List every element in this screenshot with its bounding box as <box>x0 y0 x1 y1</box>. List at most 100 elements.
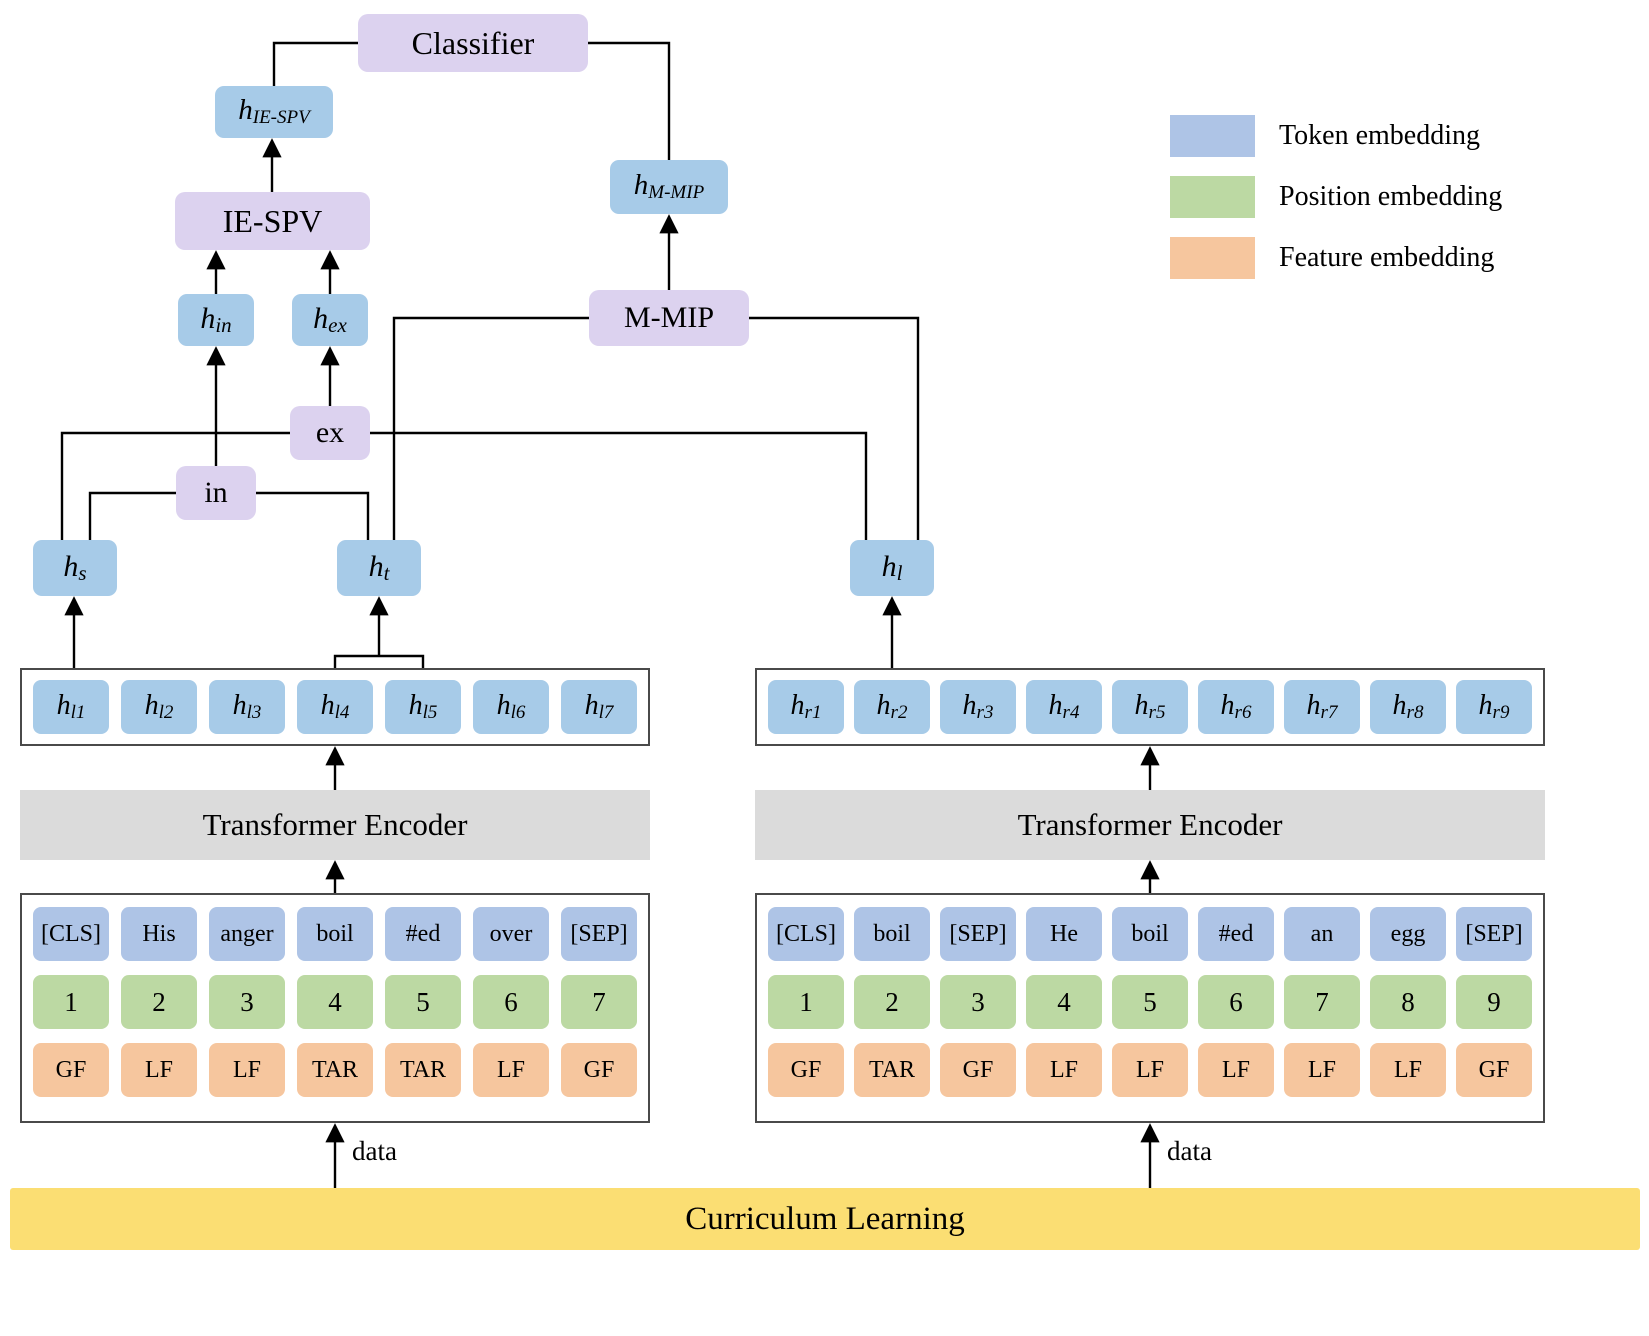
h-symbol: h <box>1478 689 1493 721</box>
h-ex-node: hex <box>292 294 368 346</box>
h-symbol: h <box>1134 689 1149 721</box>
h-s-node: hs <box>33 540 117 596</box>
h-symbol: h <box>962 689 977 721</box>
position-cell: 5 <box>385 975 461 1029</box>
position-cell: 8 <box>1370 975 1446 1029</box>
h-l-node: hl <box>850 540 934 596</box>
h-symbol: h <box>144 689 159 721</box>
h-subscript: l1 <box>70 702 86 724</box>
h-symbol: h <box>1220 689 1235 721</box>
feature-cell: LF <box>209 1043 285 1097</box>
h-symbol: h <box>1306 689 1321 721</box>
legend-label: Token embedding <box>1279 120 1480 151</box>
h-subscript: l5 <box>422 702 438 724</box>
position-cell: 2 <box>121 975 197 1029</box>
h-symbol: h <box>313 301 329 335</box>
hidden-state-cell: hr5 <box>1112 680 1188 734</box>
h-subscript: l3 <box>246 702 262 724</box>
data-label-right: data <box>1167 1136 1212 1166</box>
feature-cell: GF <box>768 1043 844 1097</box>
position-cell: 6 <box>473 975 549 1029</box>
h-symbol: h <box>496 689 511 721</box>
h-subscript: r6 <box>1234 702 1252 724</box>
position-cell: 3 <box>940 975 1016 1029</box>
h-subscript: r1 <box>804 702 822 724</box>
feature-cell: TAR <box>297 1043 373 1097</box>
feature-cell: TAR <box>385 1043 461 1097</box>
feature-cell: GF <box>1456 1043 1532 1097</box>
h-subscript: r4 <box>1062 702 1080 724</box>
h-symbol: h <box>876 689 891 721</box>
hidden-state-cell: hr4 <box>1026 680 1102 734</box>
h-subscript: r2 <box>890 702 908 724</box>
hidden-state-cell: hl2 <box>121 680 197 734</box>
position-cell: 1 <box>33 975 109 1029</box>
hidden-state-cell: hr1 <box>768 680 844 734</box>
hidden-state-cell: hr7 <box>1284 680 1360 734</box>
position-cell: 4 <box>1026 975 1102 1029</box>
hidden-state-cell: hl3 <box>209 680 285 734</box>
h-symbol: h <box>1048 689 1063 721</box>
hidden-state-cell: hr3 <box>940 680 1016 734</box>
transformer-encoder-left: Transformer Encoder <box>20 790 650 860</box>
h-symbol: h <box>584 689 599 721</box>
token-cell: egg <box>1370 907 1446 961</box>
token-cell: #ed <box>1198 907 1274 961</box>
hidden-state-cell: hl4 <box>297 680 373 734</box>
h-subscript: l6 <box>510 702 526 724</box>
token-cell: over <box>473 907 549 961</box>
feature-cell: LF <box>1026 1043 1102 1097</box>
h-subscript: t <box>383 561 390 586</box>
token-cell: boil <box>1112 907 1188 961</box>
h-subscript: r5 <box>1148 702 1166 724</box>
feature-cell: LF <box>1370 1043 1446 1097</box>
h-subscript: r8 <box>1406 702 1424 724</box>
h-subscript: l4 <box>334 702 350 724</box>
ex-module: ex <box>290 406 370 460</box>
h-symbol: h <box>232 689 247 721</box>
h-subscript: l7 <box>598 702 614 724</box>
h-subscript: r3 <box>976 702 994 724</box>
legend-row-position: Position embedding <box>1170 176 1502 218</box>
feature-cell: LF <box>473 1043 549 1097</box>
hidden-state-cell: hr9 <box>1456 680 1532 734</box>
feature-cell: TAR <box>854 1043 930 1097</box>
h-symbol: h <box>408 689 423 721</box>
h-symbol: h <box>56 689 71 721</box>
h-symbol: h <box>790 689 805 721</box>
curriculum-learning-bar: Curriculum Learning <box>10 1188 1640 1250</box>
h-subscript: r9 <box>1492 702 1510 724</box>
feature-cell: LF <box>1284 1043 1360 1097</box>
legend-row-feature: Feature embedding <box>1170 237 1494 279</box>
h-symbol: h <box>1392 689 1407 721</box>
in-module: in <box>176 466 256 520</box>
feature-cell: LF <box>121 1043 197 1097</box>
position-cell: 1 <box>768 975 844 1029</box>
hidden-state-cell: hr6 <box>1198 680 1274 734</box>
position-cell: 9 <box>1456 975 1532 1029</box>
position-cell: 4 <box>297 975 373 1029</box>
token-cell: [CLS] <box>768 907 844 961</box>
position-cell: 6 <box>1198 975 1274 1029</box>
feature-cell: LF <box>1198 1043 1274 1097</box>
token-cell: [SEP] <box>561 907 637 961</box>
position-cell: 7 <box>1284 975 1360 1029</box>
data-label-left: data <box>352 1136 397 1166</box>
position-cell: 3 <box>209 975 285 1029</box>
legend-label: Feature embedding <box>1279 242 1495 273</box>
feature-cell: GF <box>940 1043 1016 1097</box>
hidden-state-cell: hl5 <box>385 680 461 734</box>
position-cell: 7 <box>561 975 637 1029</box>
token-cell: [SEP] <box>1456 907 1532 961</box>
position-cell: 2 <box>854 975 930 1029</box>
transformer-encoder-right: Transformer Encoder <box>755 790 1545 860</box>
h-m-mip-node: hM-MIP <box>610 160 728 214</box>
h-subscript: r7 <box>1320 702 1338 724</box>
position-embedding-swatch <box>1170 176 1255 218</box>
token-cell: His <box>121 907 197 961</box>
hidden-state-cell: hl7 <box>561 680 637 734</box>
h-symbol: h <box>320 689 335 721</box>
h-symbol: h <box>200 301 216 335</box>
h-symbol: h <box>368 549 384 583</box>
